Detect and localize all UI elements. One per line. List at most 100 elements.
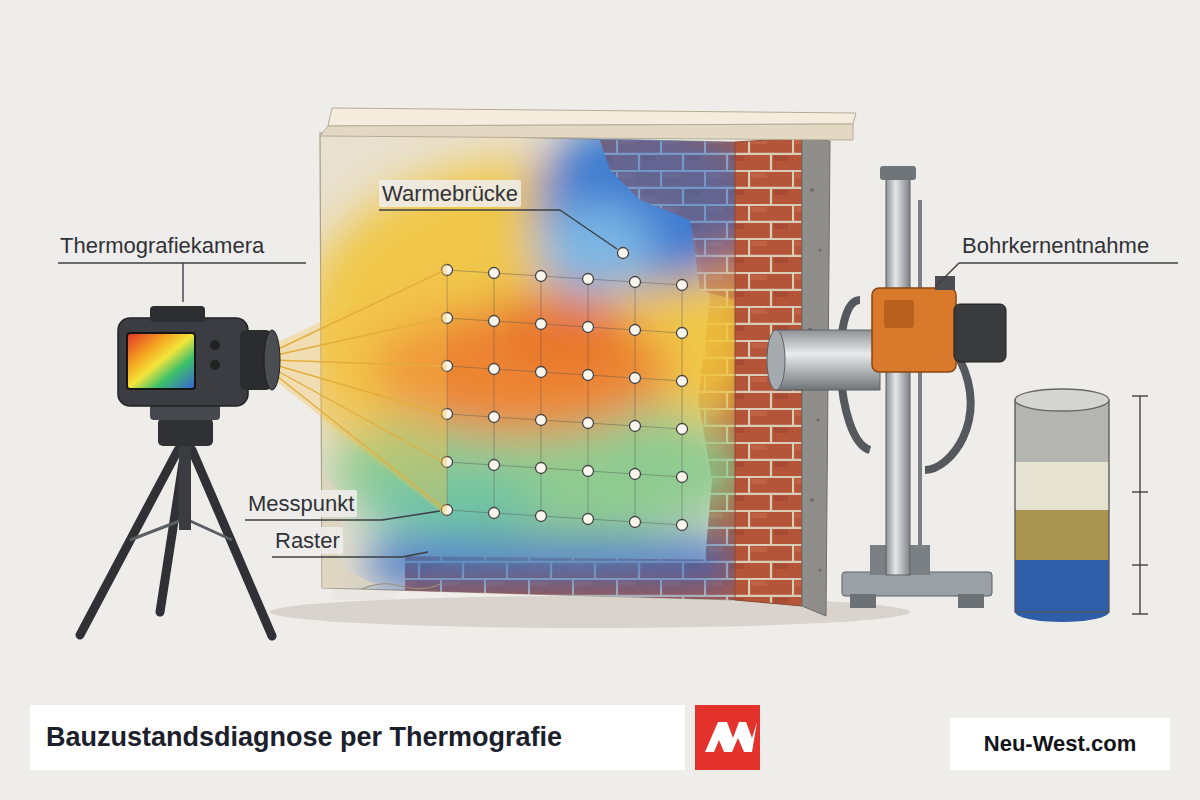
measurement-point: [489, 460, 500, 471]
measurement-point: [536, 319, 547, 330]
callout-label: Bohrkernentnahme: [959, 232, 1152, 259]
core-drill: [872, 288, 956, 372]
measurement-point: [583, 418, 594, 429]
wall: [600, 140, 735, 300]
measurement-point: [677, 520, 688, 531]
leader-lines: [959, 262, 1178, 263]
measurement-point: [583, 514, 594, 525]
camera-beam: [272, 318, 443, 356]
core-drill: [880, 166, 916, 180]
leader-lines: [272, 556, 402, 557]
measurement-point: [536, 511, 547, 522]
thermal-camera: [80, 450, 272, 636]
wall: [816, 418, 820, 422]
core-sample: [1132, 613, 1148, 614]
grid-line: [541, 276, 542, 516]
leader-lines: [182, 263, 183, 302]
core-drill: [850, 594, 876, 608]
core-drill: [842, 572, 992, 596]
grid-line: [447, 414, 682, 429]
source-box: Neu-West.com: [950, 718, 1170, 770]
core-drill: [767, 330, 785, 390]
measurement-grid: [442, 265, 688, 531]
leader-lines: [58, 262, 306, 263]
core-sample: [1132, 395, 1148, 396]
measurement-point: [536, 463, 547, 474]
core-sample: [1132, 491, 1148, 492]
core-drill: [935, 276, 955, 290]
measurement-point: [630, 517, 641, 528]
thermal-camera: [130, 520, 182, 540]
thermal-camera: [192, 450, 272, 636]
callout-label: Thermografiekamera: [57, 232, 267, 259]
wall: [818, 248, 821, 251]
measurement-point: [489, 316, 500, 327]
camera-beam: [272, 271, 443, 352]
camera-beam: [272, 360, 443, 366]
thermal-camera: [118, 318, 248, 406]
leader-lines: [936, 263, 959, 286]
wall: [810, 498, 814, 502]
source-text: Neu-West.com: [984, 731, 1136, 757]
measurement-point: [630, 469, 641, 480]
grid-line: [447, 510, 682, 525]
wall: [360, 584, 440, 590]
measurement-point: [536, 367, 547, 378]
callout-label: Messpunkt: [245, 490, 357, 517]
measurement-point: [583, 466, 594, 477]
measurement-point: [677, 376, 688, 387]
measurement-point: [489, 412, 500, 423]
title-text: Bauzustandsdiagnose per Thermografie: [46, 722, 562, 753]
callout-label: Warmebrücke: [379, 180, 521, 207]
measurement-point: [536, 271, 547, 282]
camera-beam: [272, 372, 443, 508]
camera-beam: [272, 364, 443, 414]
measurement-point: [489, 508, 500, 519]
wall: [535, 205, 655, 295]
measurement-point: [630, 421, 641, 432]
measurement-point: [489, 364, 500, 375]
callout-label: Raster: [272, 527, 343, 554]
grid-line: [447, 270, 682, 285]
core-sample: [1139, 396, 1140, 614]
measurement-point: [677, 280, 688, 291]
leader-lines: [402, 552, 428, 557]
core-sample: [1015, 389, 1148, 622]
wall: [600, 140, 735, 300]
core-sample: [1015, 400, 1109, 612]
core-drill: [776, 330, 880, 390]
camera-beam: [272, 368, 443, 462]
wall: [810, 188, 814, 192]
thermal-camera: [264, 330, 280, 390]
core-drill: [884, 300, 914, 328]
thermal-camera: [127, 333, 195, 389]
core-sample: [1132, 564, 1148, 565]
core-sample: [1015, 389, 1109, 411]
core-drill: [958, 594, 984, 608]
measurement-point: [583, 274, 594, 285]
leader-lines: [245, 519, 382, 520]
wall: [818, 568, 821, 571]
leader-lines: [382, 511, 440, 520]
grid-line: [494, 273, 495, 513]
camera-beam: [272, 262, 447, 517]
leader-lines: [379, 209, 560, 210]
thermal-camera: [179, 440, 191, 530]
core-drill: [918, 200, 922, 560]
measurement-point: [489, 268, 500, 279]
thermal-camera: [188, 520, 232, 540]
camera-beam: [272, 271, 443, 508]
title-banner: Bauzustandsdiagnose per Thermografie: [30, 705, 685, 770]
logo: [695, 705, 760, 770]
leader-lines: [560, 210, 617, 249]
grid-line: [588, 279, 589, 519]
thermal-camera: [158, 418, 213, 446]
camera-beam: [272, 262, 447, 517]
measurement-point: [630, 277, 641, 288]
logo: [705, 722, 757, 752]
measurement-point: [630, 373, 641, 384]
measurement-point: [583, 322, 594, 333]
core-sample: [1015, 462, 1109, 510]
core-sample: [1132, 396, 1148, 614]
